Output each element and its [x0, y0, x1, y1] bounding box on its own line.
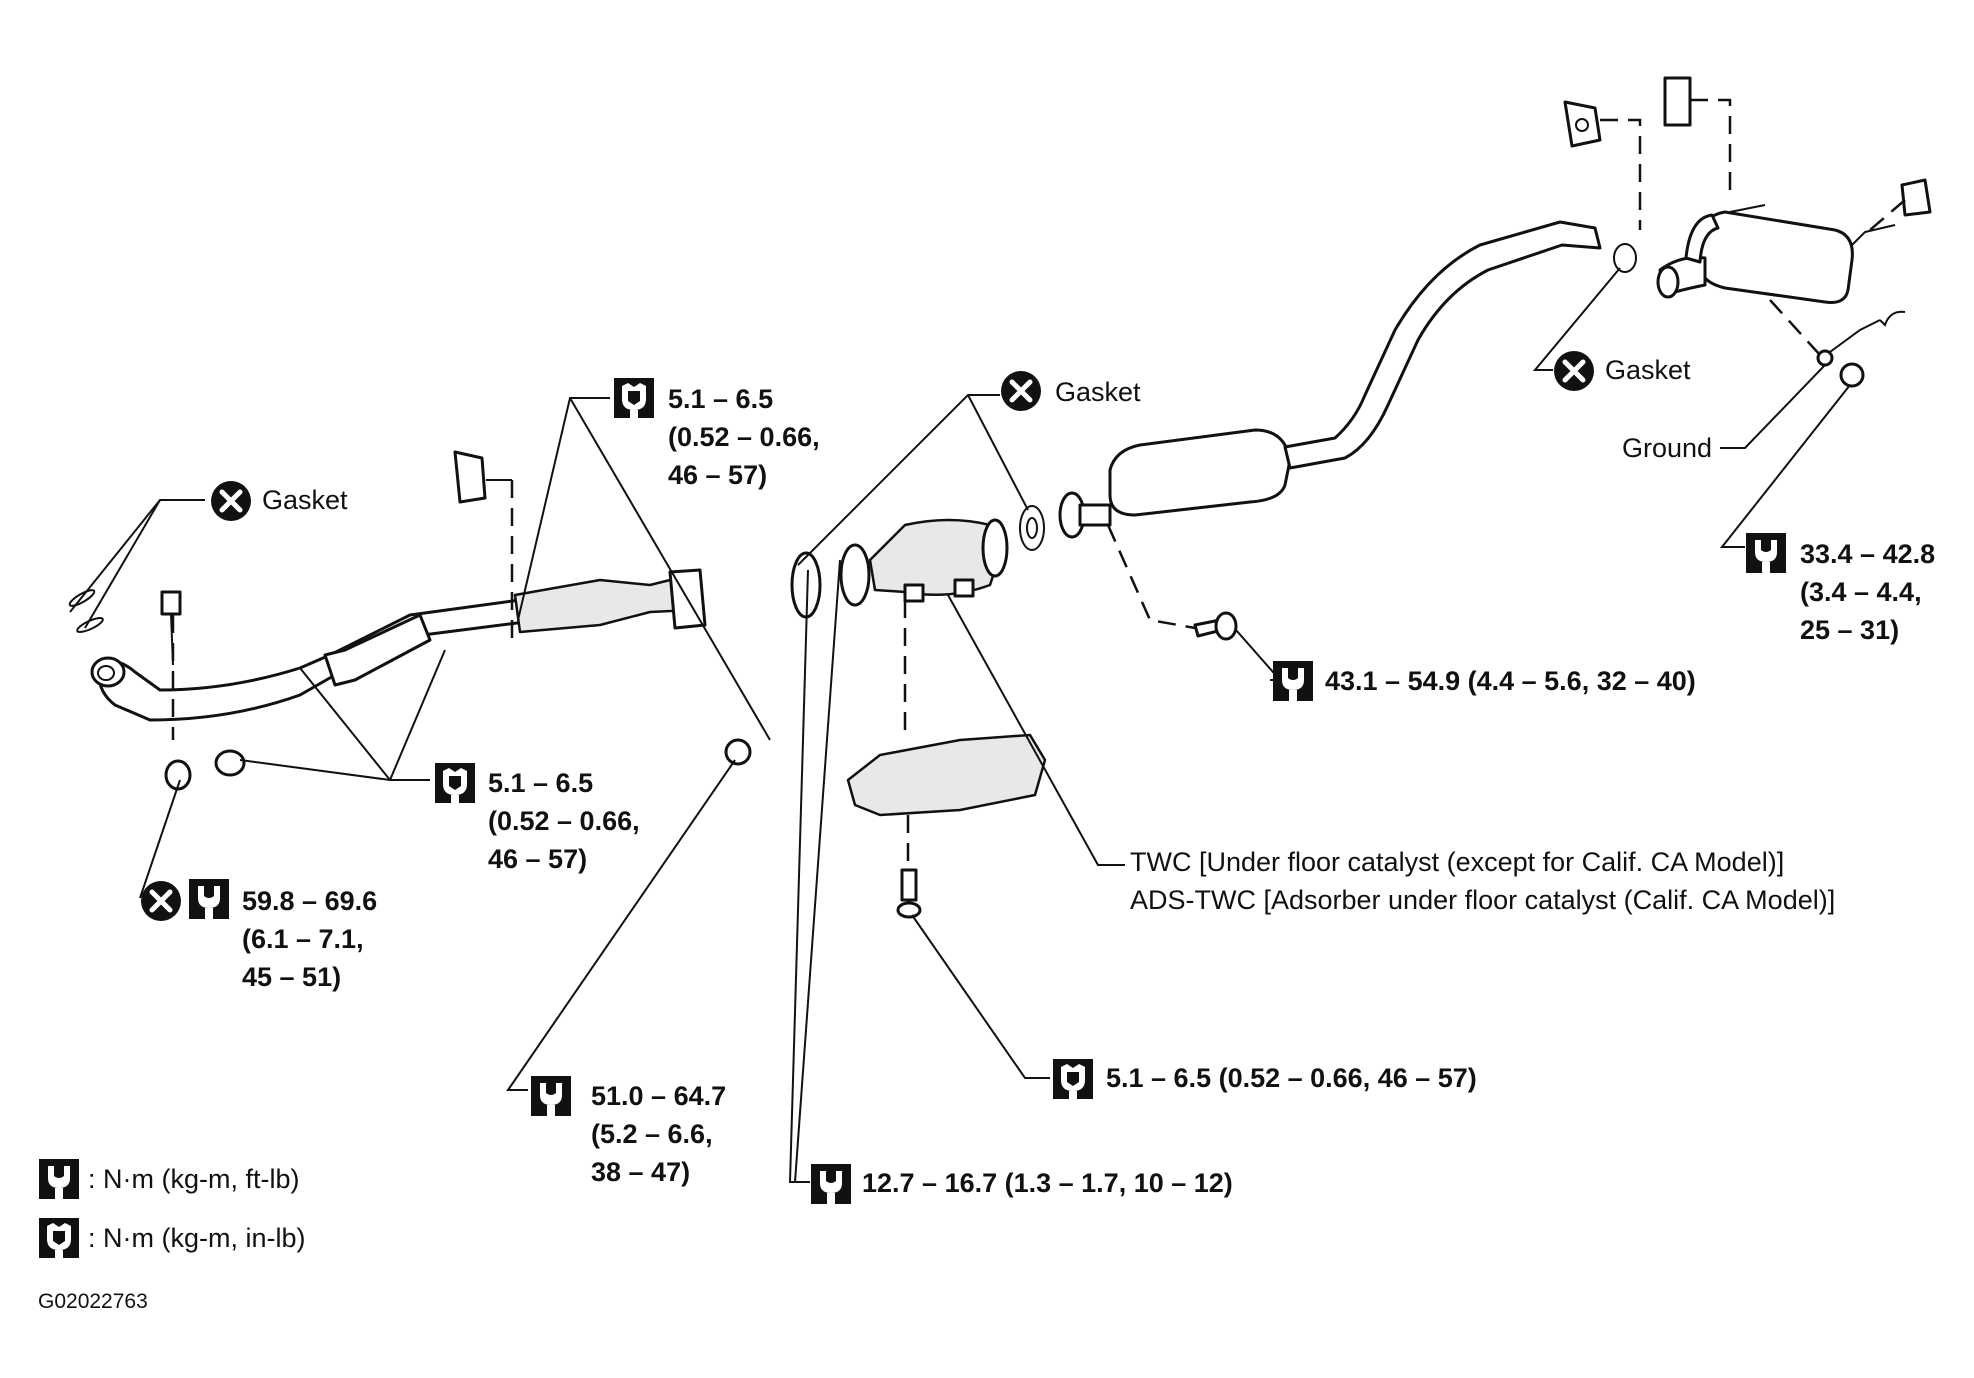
twc-label-line1: TWC [Under floor catalyst (except for Ca…: [1130, 847, 1785, 877]
wrench-outline-icon: [1746, 533, 1786, 573]
catalyst: [790, 505, 1047, 919]
gasket-left-label: Gasket: [262, 485, 348, 515]
front-exhaust-tube: [68, 450, 752, 791]
torque-front-nut-line2: (6.1 – 7.1,: [242, 924, 364, 954]
gasket-right-label: Gasket: [1605, 355, 1691, 385]
legend-ftlb-label: : N·m (kg-m, ft-lb): [88, 1164, 300, 1194]
x-circle-icon: [140, 880, 182, 922]
wrench-filled-icon: [1053, 1059, 1093, 1099]
wrench-outline-icon: [531, 1076, 571, 1116]
torque-ground-line1: 33.4 – 42.8: [1800, 539, 1936, 569]
wrench-filled-icon: [435, 763, 475, 803]
torque-top-center-line3: 46 – 57): [668, 460, 768, 490]
twc-label-line2: ADS-TWC [Adsorber under floor catalyst (…: [1130, 885, 1836, 915]
torque-heat-shield-label: 5.1 – 6.5 (0.52 – 0.66, 46 – 57): [1106, 1063, 1477, 1093]
torque-ground-line3: 25 – 31): [1800, 615, 1900, 645]
wrench-filled-icon: [39, 1218, 79, 1258]
x-circle-icon: [1553, 350, 1595, 392]
torque-mid-left-line3: 46 – 57): [488, 844, 588, 874]
wrench-outline-icon: [811, 1164, 851, 1204]
x-circle-icon: [210, 480, 252, 522]
leader-lines: [69, 98, 1906, 1183]
torque-mid-left-line1: 5.1 – 6.5: [488, 768, 594, 798]
torque-top-center-line1: 5.1 – 6.5: [668, 384, 774, 414]
torque-flange-nut-line1: 51.0 – 64.7: [591, 1081, 727, 1111]
torque-mid-left-line2: (0.52 – 0.66,: [488, 806, 640, 836]
wrench-filled-icon: [614, 378, 654, 418]
ground-label: Ground: [1622, 433, 1713, 463]
torque-front-nut-line1: 59.8 – 69.6: [242, 886, 378, 916]
wrench-outline-icon: [189, 879, 229, 919]
gasket-mid-label: Gasket: [1055, 377, 1141, 407]
wrench-outline-icon: [39, 1159, 79, 1199]
figure-code: G02022763: [38, 1290, 148, 1313]
center-tube: [1058, 220, 1602, 641]
torque-top-center-line2: (0.52 – 0.66,: [668, 422, 820, 452]
torque-center-bolt-label: 43.1 – 54.9 (4.4 – 5.6, 32 – 40): [1325, 666, 1696, 696]
rear-muffler: [1563, 76, 1932, 388]
legend-inlb-label: : N·m (kg-m, in-lb): [88, 1223, 306, 1253]
torque-front-nut-line3: 45 – 51): [242, 962, 342, 992]
torque-catalyst-flange-label: 12.7 – 16.7 (1.3 – 1.7, 10 – 12): [862, 1168, 1233, 1198]
wrench-outline-icon: [1273, 661, 1313, 701]
torque-flange-nut-line2: (5.2 – 6.6,: [591, 1119, 713, 1149]
torque-ground-line2: (3.4 – 4.4,: [1800, 577, 1922, 607]
x-circle-icon: [1000, 370, 1042, 412]
torque-flange-nut-line3: 38 – 47): [591, 1157, 691, 1187]
